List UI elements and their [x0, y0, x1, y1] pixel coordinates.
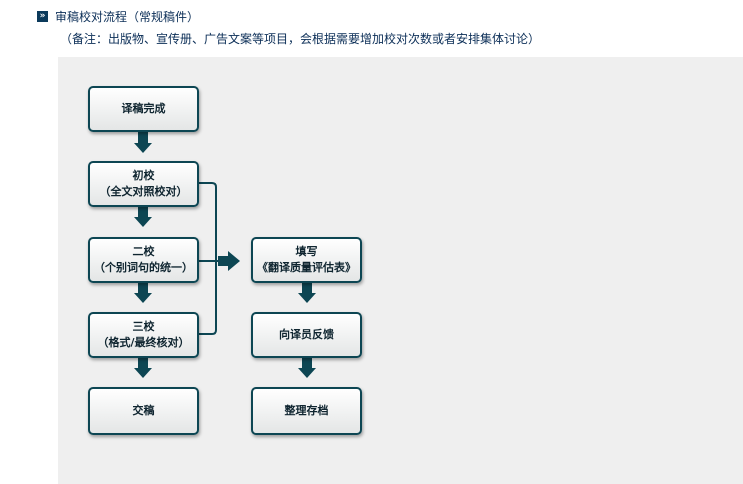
- page-note: （备注：出版物、宣传册、广告文案等项目，会根据需要增加校对次数或者安排集体讨论）: [60, 32, 541, 46]
- node-feedback: 向译员反馈: [251, 312, 362, 358]
- node-second-proofread: 二校 （个别词句的统一）: [88, 237, 199, 283]
- arrow-down-5: [298, 281, 316, 303]
- node-label: 初校: [132, 169, 155, 182]
- page-title: 审稿校对流程（常规稿件）: [55, 10, 200, 24]
- arrow-down-6: [298, 356, 316, 378]
- node-translation-complete: 译稿完成: [88, 86, 199, 132]
- node-deliver: 交稿: [88, 387, 199, 435]
- arrow-down-2: [134, 205, 152, 227]
- node-label: 向译员反馈: [279, 328, 334, 341]
- node-label: 三校: [132, 320, 155, 333]
- node-third-proofread: 三校 （格式/最终核对）: [88, 312, 199, 358]
- node-sublabel: （个别词句的统一）: [94, 261, 193, 274]
- arrow-right-to-form: [218, 251, 240, 271]
- node-fill-form: 填写 《翻译质量评估表》: [251, 237, 362, 283]
- node-sublabel: （格式/最终核对）: [97, 336, 190, 349]
- double-chevron-right-icon: »: [37, 11, 48, 22]
- node-archive: 整理存档: [251, 387, 362, 435]
- node-sublabel: （全文对照校对）: [99, 185, 188, 198]
- node-label: 交稿: [132, 404, 155, 417]
- arrow-down-3: [134, 281, 152, 303]
- node-label: 填写: [295, 245, 318, 258]
- node-sublabel: 《翻译质量评估表》: [257, 261, 356, 274]
- node-label: 整理存档: [284, 404, 329, 417]
- node-first-proofread: 初校 （全文对照校对）: [88, 161, 199, 207]
- bracket-line: [199, 182, 217, 335]
- node-label: 译稿完成: [121, 102, 166, 115]
- arrow-down-4: [134, 356, 152, 378]
- node-label: 二校: [132, 245, 155, 258]
- arrow-down-1: [134, 131, 152, 153]
